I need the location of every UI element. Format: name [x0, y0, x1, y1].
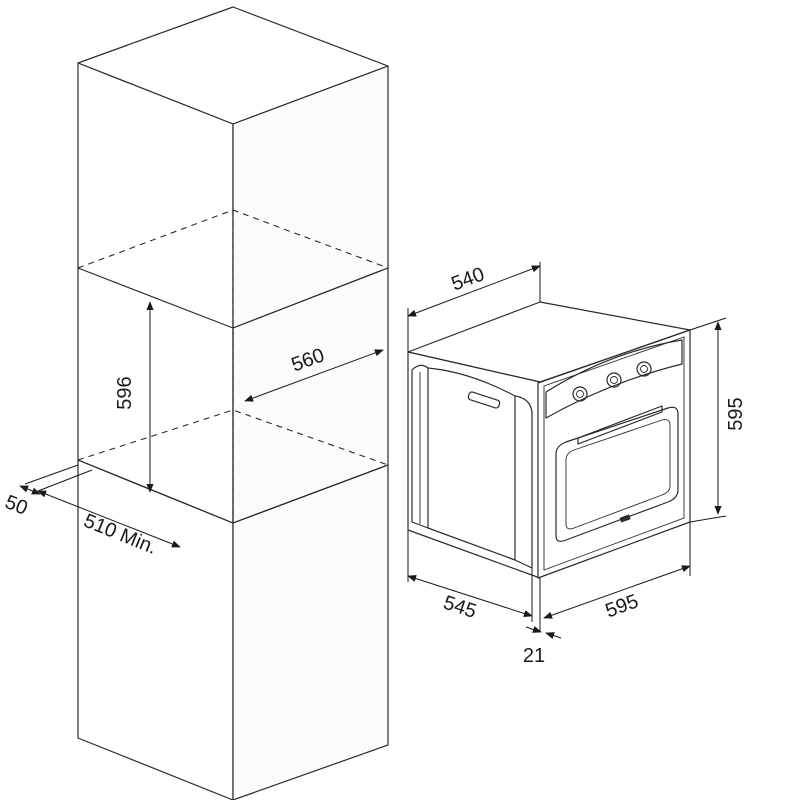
oven-brand-badge-icon: [619, 514, 631, 523]
oven-side-handle-icon: [467, 391, 501, 409]
cabinet-hidden-edges: [77, 209, 389, 523]
cabinet-lower-side-face: [232, 464, 389, 800]
oven-door-handle-icon: [577, 405, 663, 445]
niche-height-label: 596: [114, 376, 136, 409]
oven-knob-right-icon: [636, 361, 652, 377]
oven-height-label: 595: [725, 397, 747, 430]
oven-side-depth-label: 545: [441, 592, 480, 623]
oven-side-frame: [411, 364, 533, 569]
cabinet-lower-front-face: [77, 459, 234, 800]
oven-door-window: [555, 406, 679, 542]
front-panel-label: 21: [523, 645, 545, 667]
oven-control-panel: [545, 339, 683, 419]
vent-gap-label: 50: [2, 491, 31, 520]
oven-unit: [407, 301, 691, 579]
oven-front-inner: [543, 336, 685, 571]
front-panel-dimension: 21: [523, 626, 562, 667]
oven-top-depth-label: 540: [449, 263, 488, 295]
oven-height-dimension: 595: [689, 317, 747, 523]
oven-knob-middle-icon: [606, 372, 622, 388]
oven-knob-left-icon: [572, 386, 588, 402]
niche-height-dimension: 596: [114, 301, 154, 493]
